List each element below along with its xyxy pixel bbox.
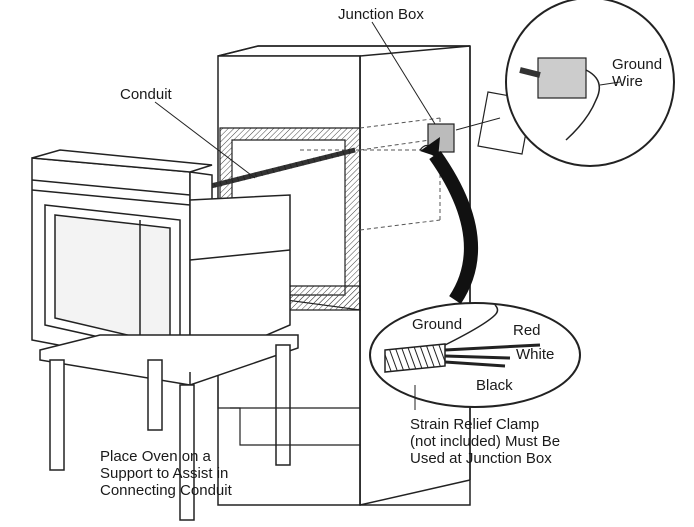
cabinet-base (217, 380, 360, 446)
support-note: Place Oven on a Support to Assist in Con… (100, 448, 232, 499)
conduit-label: Conduit (120, 86, 172, 103)
wire-detail (369, 302, 581, 408)
red-label: Red (513, 322, 541, 339)
black-label: Black (476, 377, 513, 394)
junction-box-label: Junction Box (338, 6, 424, 23)
detail-arrow (429, 150, 478, 304)
strain-relief-note: Strain Relief Clamp (not included) Must … (410, 416, 561, 467)
support-table (39, 334, 299, 521)
white-label: White (516, 346, 555, 363)
cutout-frame (219, 127, 361, 311)
ground-wire-detail (505, 0, 675, 167)
ground-label: Ground (412, 316, 463, 333)
ground-wire-label: Ground Wire (612, 56, 663, 90)
conduit-leader (154, 101, 256, 179)
oven (31, 149, 291, 371)
junction-box-leader (371, 21, 436, 125)
